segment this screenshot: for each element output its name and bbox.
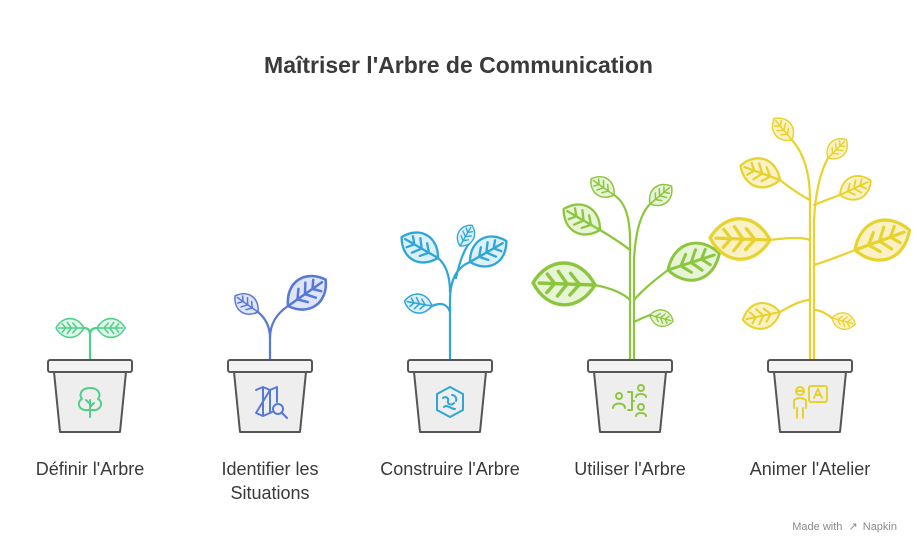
stage-2-plant xyxy=(228,265,336,362)
presenter-icon xyxy=(793,385,828,419)
stage-1-pot xyxy=(47,359,133,433)
organization-icon xyxy=(612,384,647,417)
stage-label-3: Construire l'Arbre xyxy=(380,459,520,479)
stage-label-1: Définir l'Arbre xyxy=(35,459,145,479)
stage-5-plant xyxy=(707,111,917,362)
stage-3-pot xyxy=(407,359,493,433)
diagram-title: Maîtriser l'Arbre de Communication xyxy=(264,52,653,78)
puzzle-icon xyxy=(436,386,464,418)
watermark: Made with ↗ Napkin xyxy=(792,520,897,533)
stage-3-plant xyxy=(393,220,515,362)
stage-4-pot xyxy=(587,359,673,433)
stage-label-2: Identifier les Situations xyxy=(221,459,319,503)
stage-label-5: Animer l'Atelier xyxy=(749,459,871,479)
stage-4-plant xyxy=(530,170,727,362)
watermark-text: Made with xyxy=(792,521,843,533)
watermark-brand: Napkin xyxy=(862,521,897,533)
stage-1-plant xyxy=(55,317,126,362)
tree-icon xyxy=(77,387,103,418)
stage-label-4: Utiliser l'Arbre xyxy=(574,459,686,479)
napkin-logo-icon: ↗ xyxy=(848,521,858,533)
map-search-icon xyxy=(255,386,288,419)
